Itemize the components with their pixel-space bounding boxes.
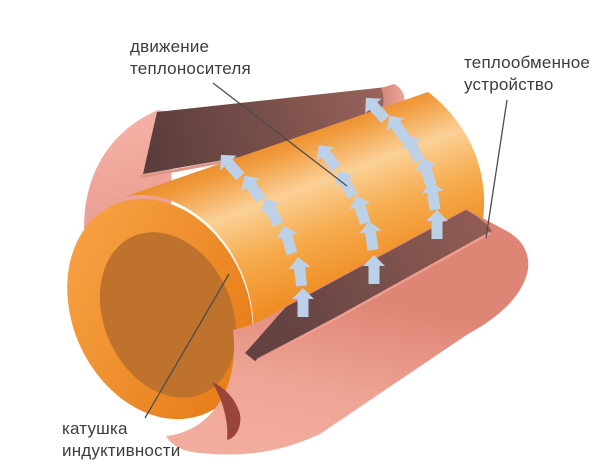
trough-inner-surface <box>245 210 492 361</box>
leader-line <box>212 82 348 187</box>
label-heat-exchanger: теплообменное устройство <box>464 53 591 95</box>
induction-coil-body <box>112 92 485 413</box>
trough-inner-crescent <box>212 382 241 440</box>
leader-lines-layer <box>144 82 508 419</box>
induction-coil <box>67 92 485 420</box>
coil-bore <box>99 232 237 398</box>
label-coolant-flow: движение теплоносителя <box>130 37 251 79</box>
shell-bottom-trough <box>166 209 529 455</box>
leader-line <box>144 273 230 419</box>
shell-top-flap-inner <box>143 86 396 174</box>
trough-rim-highlight <box>256 231 491 362</box>
heat-exchanger-shell-front <box>166 209 529 455</box>
label-induction-coil: катушка индуктивности <box>62 419 181 461</box>
leader-line <box>485 99 508 239</box>
